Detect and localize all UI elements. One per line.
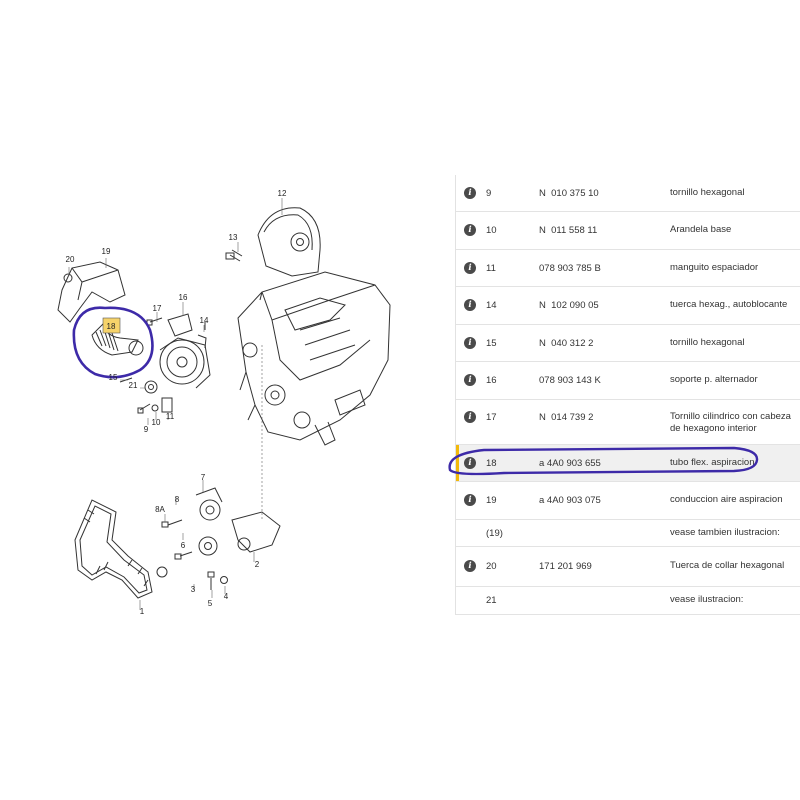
part-number: N 011 558 11 (539, 225, 598, 236)
part-description: Arandela base (670, 224, 732, 235)
callout-label-5: 5 (208, 599, 213, 608)
part-description: tubo flex. aspiracion (670, 457, 755, 468)
part-description: conduccion aire aspiracion (670, 494, 783, 505)
part-description: tuerca hexag., autoblocante (670, 299, 788, 310)
part-number: N 102 090 05 (539, 300, 599, 311)
intake-duct-drawing (57, 261, 126, 323)
part-description: Tuerca de collar hexagonal (670, 560, 785, 571)
part-position: 18 (486, 458, 497, 469)
part-row-21[interactable]: 21 vease ilustracion: (456, 587, 800, 615)
callout-label-16: 16 (179, 293, 188, 302)
part-description: Tornillo cilindrico con cabeza de hexago… (670, 411, 791, 434)
part-number: 078 903 785 B (539, 263, 601, 274)
part-row-19-ref[interactable]: (19) vease tambien ilustracion: (456, 520, 800, 547)
part-position: 16 (486, 375, 497, 386)
callout-label-12: 12 (278, 189, 287, 198)
small-bolts-drawing (119, 317, 206, 414)
part-description: vease ilustracion: (670, 594, 744, 605)
reference-lines (68, 198, 283, 610)
part-position: 11 (486, 263, 496, 274)
part-description: manguito espaciador (670, 262, 759, 273)
part-position: 17 (486, 412, 497, 423)
part-row-18[interactable]: i 18 a 4A0 903 655 tubo flex. aspiracion (456, 445, 800, 482)
part-position: 9 (486, 188, 492, 199)
part-number: a 4A0 903 655 (539, 458, 601, 469)
callout-label-20: 20 (66, 255, 75, 264)
callout-label-17: 17 (153, 304, 162, 313)
part-description: tornillo hexagonal (670, 187, 745, 198)
callout-label-10: 10 (152, 418, 161, 427)
part-description: soporte p. alternador (670, 374, 758, 385)
callout-label-4: 4 (224, 592, 229, 601)
callout-18-tag (102, 317, 121, 334)
callout-label-8a: 8A (155, 505, 165, 514)
callout-label-8: 8 (175, 495, 180, 504)
info-icon[interactable]: i (464, 494, 476, 506)
info-icon[interactable]: i (464, 337, 476, 349)
part-position: 15 (486, 338, 497, 349)
tensioner-drawing (161, 487, 281, 590)
callout-label-19: 19 (102, 247, 111, 256)
callout-label-1: 1 (140, 607, 145, 616)
part-number: 078 903 143 K (539, 375, 601, 386)
part-row-17[interactable]: i 17 N 014 739 2 Tornillo cilindrico con ca… (456, 400, 800, 445)
part-row-19[interactable]: i 19 a 4A0 903 075 conduccion aire aspiraci… (456, 482, 800, 520)
callout-label-14: 14 (200, 316, 209, 325)
info-icon[interactable]: i (464, 224, 476, 236)
engine-block-drawing (237, 271, 391, 446)
callout-label-3: 3 (191, 585, 196, 594)
info-icon[interactable]: i (464, 457, 476, 469)
callout-label-18: 18 (107, 322, 116, 331)
part-number: 171 201 969 (539, 561, 592, 572)
part-row-11[interactable]: i 11 078 903 785 B manguito espaciador (456, 250, 800, 287)
part-number: a 4A0 903 075 (539, 495, 601, 506)
part-row-15[interactable]: i 15 N 040 312 2 tornillo hexagonal (456, 325, 800, 362)
part-position: 19 (486, 495, 497, 506)
info-icon[interactable]: i (464, 560, 476, 572)
drive-belt-drawing (74, 499, 168, 599)
part-number: N 010 375 10 (539, 188, 599, 199)
callout-label-9: 9 (144, 425, 149, 434)
part-position: (19) (486, 528, 503, 539)
part-number: N 014 739 2 (539, 412, 594, 423)
info-icon[interactable]: i (464, 299, 476, 311)
info-icon[interactable]: i (464, 262, 476, 274)
part-position: 20 (486, 561, 497, 572)
part-row-10[interactable]: i 10 N 011 558 11 Arandela base (456, 212, 800, 250)
part-row-14[interactable]: i 14 N 102 090 05 tuerca hexag., autoblocan… (456, 287, 800, 325)
timing-cover-drawing (257, 207, 321, 277)
callout-label-6: 6 (181, 541, 186, 550)
part-row-20[interactable]: i 20 171 201 969 Tuerca de collar hexagonal (456, 547, 800, 587)
part-description: tornillo hexagonal (670, 337, 745, 348)
part-position: 10 (486, 225, 497, 236)
info-icon[interactable]: i (464, 187, 476, 199)
part-row-16[interactable]: i 16 078 903 143 K soporte p. alternador (456, 362, 800, 400)
part-position: 14 (486, 300, 497, 311)
info-icon[interactable]: i (464, 411, 476, 423)
callout-label-2: 2 (255, 560, 260, 569)
callout-label-15: 15 (109, 373, 118, 382)
part-number: N 040 312 2 (539, 338, 594, 349)
hose-highlight-circle (72, 306, 154, 379)
selection-bar (456, 445, 459, 481)
callout-label-7: 7 (201, 473, 206, 482)
callout-label-21: 21 (129, 381, 138, 390)
info-icon[interactable]: i (464, 374, 476, 386)
alternator-drawing (144, 313, 211, 413)
part-position: 21 (486, 595, 497, 606)
bolt-13-drawing (225, 249, 243, 262)
callout-label-11: 11 (166, 412, 175, 421)
callout-label-13: 13 (229, 233, 238, 242)
part-description: vease tambien ilustracion: (670, 527, 780, 538)
